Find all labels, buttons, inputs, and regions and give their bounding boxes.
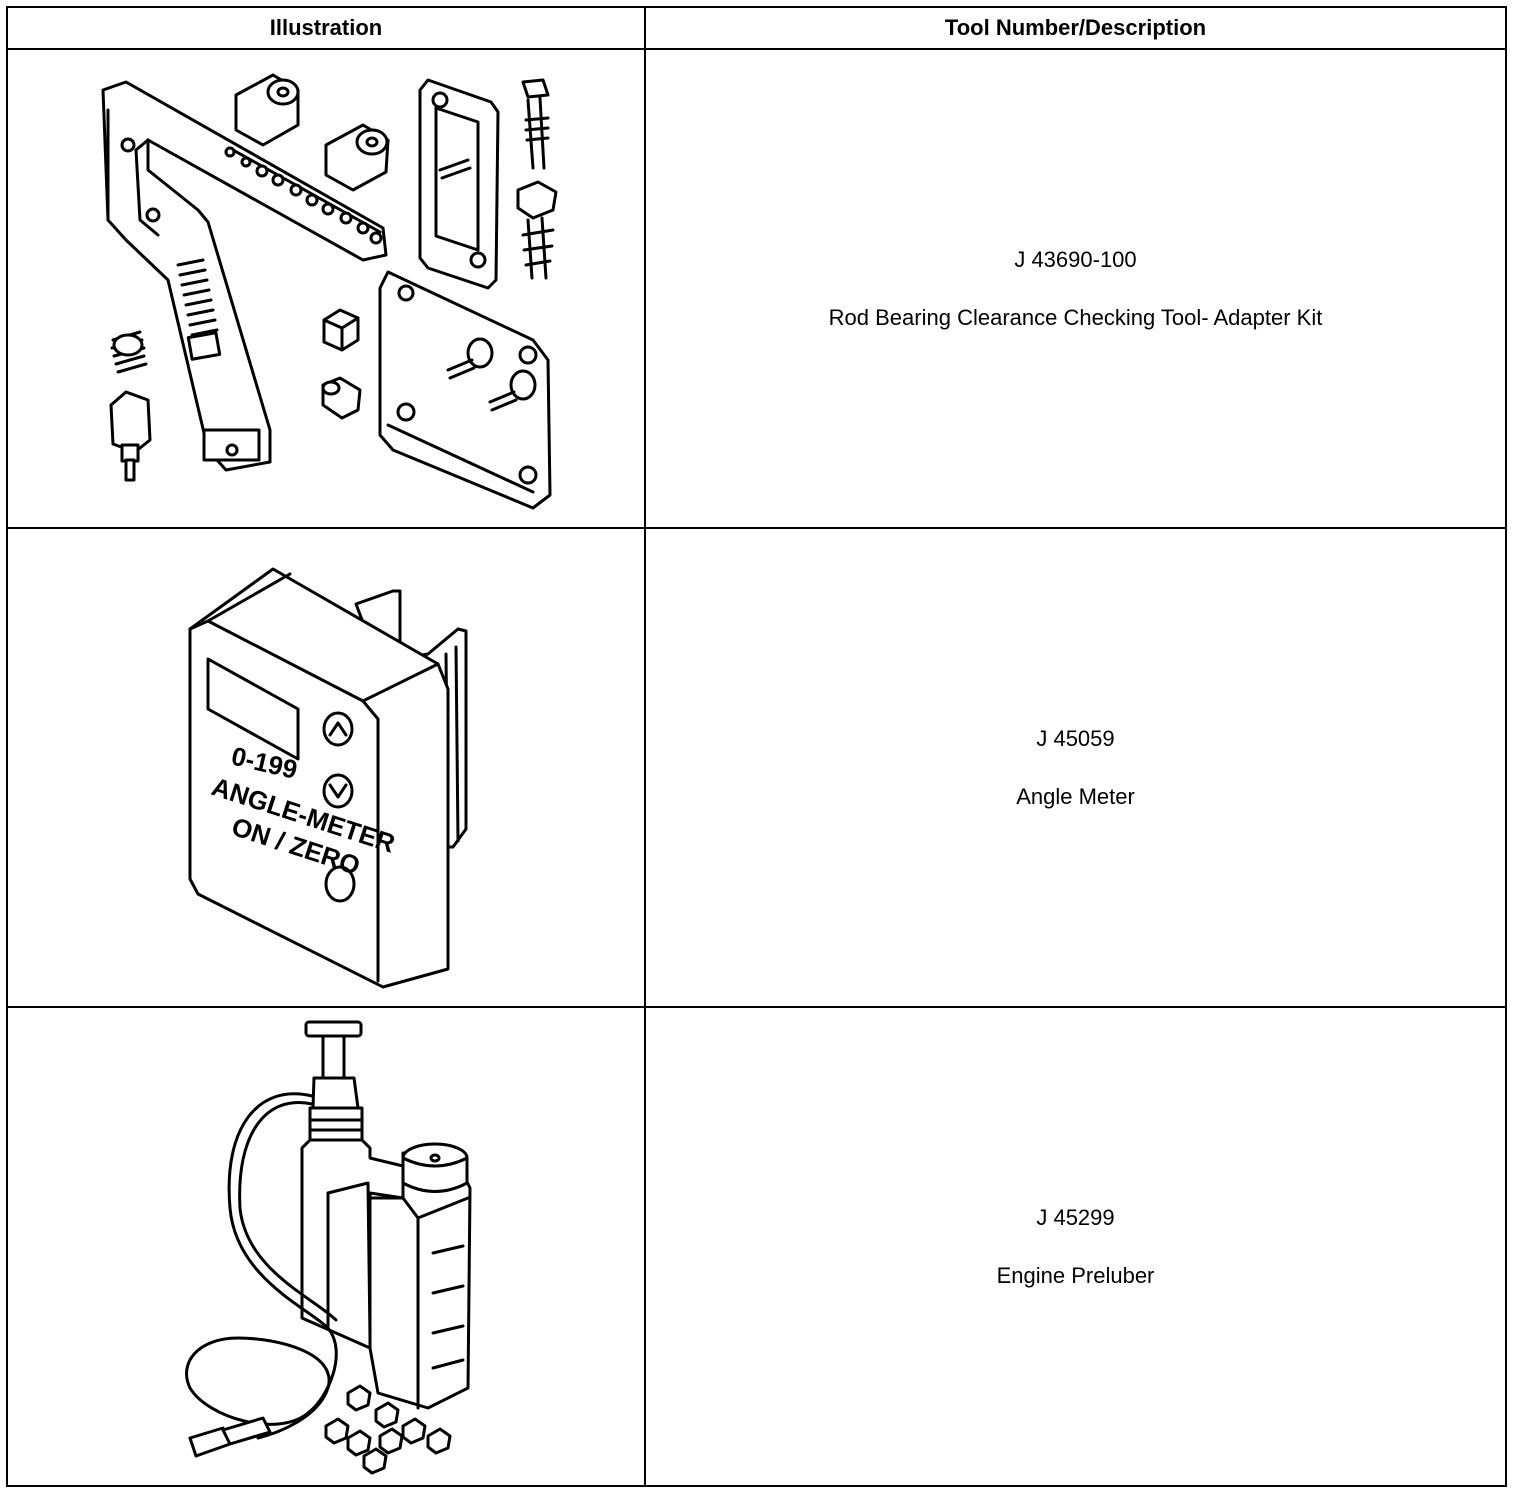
tool-number: J 45059 xyxy=(1036,725,1115,751)
tool-description-cell: J 43690-100 Rod Bearing Clearance Checki… xyxy=(644,48,1507,529)
angle-meter-drawing: 0-199 ANGLE-METER ON / ZERO xyxy=(188,567,468,989)
engine-preluber-drawing xyxy=(185,1020,472,1475)
table-row: 0-199 ANGLE-METER ON / ZERO J 45059 Angl… xyxy=(6,527,1507,1008)
illustration-cell xyxy=(6,1006,646,1487)
tool-header: Tool Number/Description xyxy=(644,6,1507,50)
illustration-header: Illustration xyxy=(6,6,646,50)
table-header-row: Illustration Tool Number/Description xyxy=(6,6,1507,50)
tool-description-cell: J 45059 Angle Meter xyxy=(644,527,1507,1008)
table-row: J 43690-100 Rod Bearing Clearance Checki… xyxy=(6,48,1507,529)
tool-number: J 43690-100 xyxy=(1014,246,1137,272)
rod-bearing-adapter-kit-drawing xyxy=(101,73,558,510)
illustration-cell: 0-199 ANGLE-METER ON / ZERO xyxy=(6,527,646,1008)
table-row: J 45299 Engine Preluber xyxy=(6,1006,1507,1487)
tool-number: J 45299 xyxy=(1036,1204,1115,1230)
tool-description-cell: J 45299 Engine Preluber xyxy=(644,1006,1507,1487)
special-tools-table: Illustration Tool Number/Description xyxy=(6,6,1507,1487)
tool-description: Engine Preluber xyxy=(996,1262,1155,1288)
tool-description: Rod Bearing Clearance Checking Tool- Ada… xyxy=(828,304,1323,330)
illustration-cell xyxy=(6,48,646,529)
tool-description: Angle Meter xyxy=(1016,783,1135,809)
